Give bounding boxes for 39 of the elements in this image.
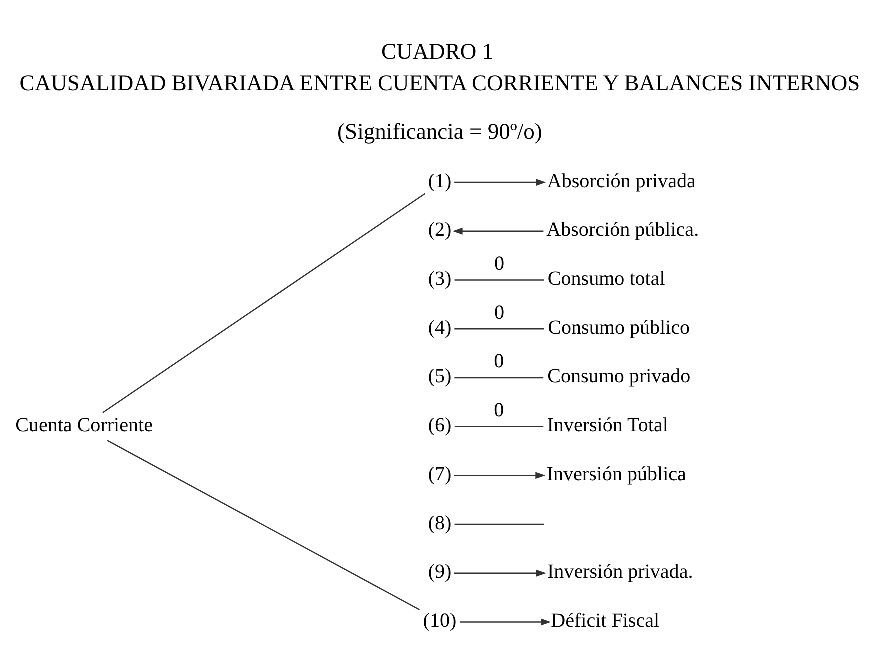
node-text: Inversión privada. — [548, 560, 694, 583]
diagram-title: CUADRO 1 — [381, 38, 494, 64]
connector — [107, 440, 420, 610]
edge-label: 0 — [494, 350, 504, 372]
node-text: Consumo público — [548, 316, 690, 338]
node-text: Absorción pública. — [546, 218, 700, 241]
connector — [102, 192, 426, 413]
node-text: (1) — [428, 170, 452, 192]
edge-label: 0 — [494, 399, 504, 422]
arrow — [454, 569, 546, 576]
edge-label: 0 — [494, 252, 505, 274]
connector — [454, 376, 544, 378]
node-text: (10) — [423, 609, 457, 632]
label: CAUSALIDAD BIVARIADA ENTRE CUENTA CORRIENTE Y BALANCES INTERNOS — [20, 70, 860, 95]
node-text: (3) — [428, 268, 452, 290]
node-text: (5) — [428, 365, 452, 388]
node-text: Inversión Total — [547, 414, 668, 436]
node-text: (2) — [428, 218, 452, 241]
connector — [454, 328, 544, 330]
node-text: Consumo total — [548, 268, 666, 290]
node-text: (8) — [428, 512, 452, 534]
node-text: (6) — [428, 414, 452, 436]
arrow — [454, 178, 546, 186]
node-text: (9) — [428, 560, 452, 583]
node-text: Inversión pública — [546, 462, 686, 485]
node-text: (4) — [428, 316, 452, 338]
label: (Significancia = 90º/o) — [338, 118, 542, 144]
node-text: Déficit Fiscal — [551, 609, 660, 632]
node-text: Consumo privado — [548, 365, 691, 388]
node-text: (7) — [428, 462, 452, 485]
arrow — [460, 618, 552, 626]
connector — [454, 523, 545, 525]
connector — [454, 426, 544, 427]
node-text: Cuenta Corriente — [16, 414, 153, 436]
arrow — [454, 472, 546, 479]
node-text: Absorción privada — [547, 170, 696, 192]
edge-label: 0 — [494, 301, 505, 324]
connector — [454, 279, 544, 280]
arrow — [452, 227, 544, 234]
